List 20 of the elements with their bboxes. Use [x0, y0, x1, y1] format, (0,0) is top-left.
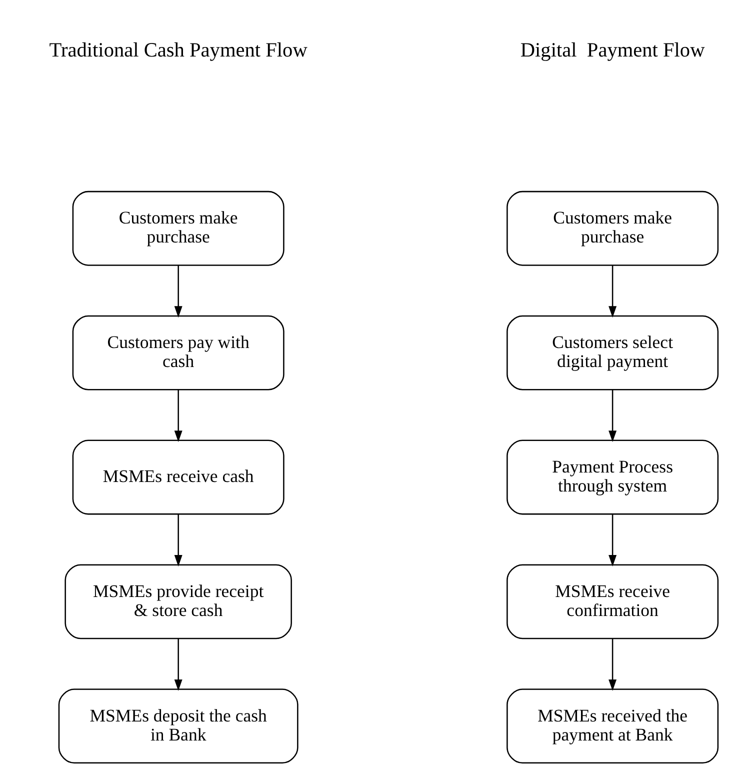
label: Digital Payment Flow	[520, 40, 705, 62]
node-box: MSMEs received the payment at Bank	[506, 688, 719, 764]
arrow	[608, 514, 617, 566]
node-box: MSMEs deposit the cash in Bank	[58, 688, 298, 764]
node-box: Customers select digital payment	[506, 315, 719, 390]
node-box: MSMEs receive confirmation	[506, 564, 719, 640]
arrow	[608, 390, 617, 442]
arrow	[608, 638, 617, 691]
node-box: MSMEs provide receipt & store cash	[64, 564, 292, 640]
arrow	[174, 514, 182, 566]
node-box: Customers make purchase	[506, 190, 719, 266]
node-box: Customers make purchase	[72, 190, 284, 266]
arrow	[174, 265, 182, 318]
node-box: Customers pay with cash	[72, 315, 284, 390]
arrow	[174, 638, 182, 691]
arrow	[608, 265, 617, 318]
label: Traditional Cash Payment Flow	[49, 40, 308, 62]
node-box: MSMEs receive cash	[72, 440, 284, 515]
node-box: Payment Process through system	[506, 440, 719, 515]
arrow	[174, 390, 182, 442]
